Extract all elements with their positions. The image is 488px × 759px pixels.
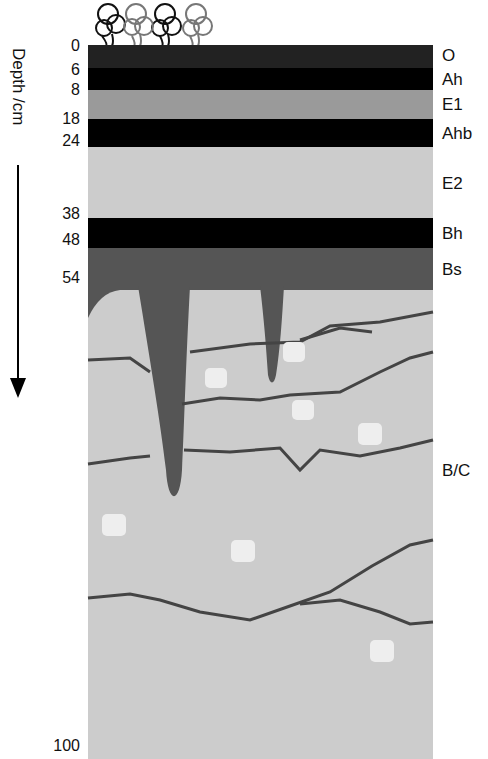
depth-value: 24	[62, 133, 80, 149]
bs-tongues	[138, 286, 284, 496]
horizon-bands	[88, 45, 433, 759]
horizon-label: E1	[442, 96, 463, 113]
horizon-band: E2	[88, 147, 433, 219]
horizon-label: Ahb	[442, 125, 472, 142]
axis-title: Depth /cm	[10, 48, 27, 125]
depth-value: 54	[62, 270, 80, 286]
horizon-label: B/C	[442, 462, 470, 479]
fissure-lines	[88, 312, 433, 624]
depth-value: 6	[71, 62, 80, 78]
depth-value: 100	[53, 738, 80, 754]
horizon-label: E2	[442, 175, 463, 192]
depth-value: 8	[71, 82, 80, 98]
horizon-band: Ahb	[88, 119, 433, 148]
depth-value: 0	[71, 38, 80, 54]
depth-value: 18	[62, 111, 80, 127]
horizon-label: Bh	[442, 225, 463, 242]
horizon-band: Bh	[88, 218, 433, 249]
horizon-band: E1	[88, 90, 433, 120]
horizon-band: O	[88, 45, 433, 69]
horizon-band: Bs	[88, 248, 433, 290]
depth-arrow	[10, 165, 26, 398]
horizon-band: B/C	[88, 290, 433, 759]
depth-value: 38	[62, 206, 80, 222]
horizon-label: Ah	[442, 71, 463, 88]
horizon-label: Bs	[442, 261, 462, 278]
vegetation	[96, 4, 212, 46]
horizon-band: Ah	[88, 68, 433, 91]
stones	[102, 342, 394, 662]
depth-value: 48	[62, 232, 80, 248]
horizon-label: O	[442, 47, 455, 64]
